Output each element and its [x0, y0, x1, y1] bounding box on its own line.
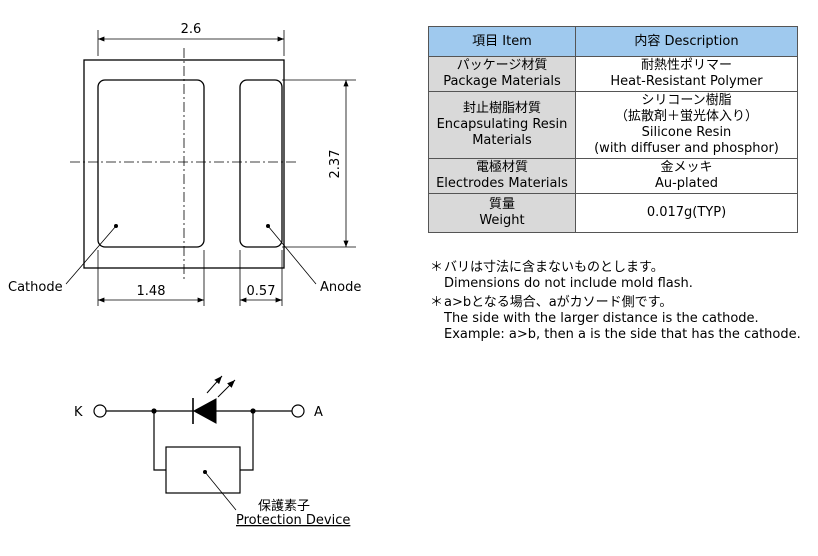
- note-mark: ＊: [430, 260, 444, 275]
- k-label: K: [74, 405, 83, 420]
- row-item: パッケージ材質 Package Materials: [428, 56, 576, 92]
- row-description: 金メッキ Au-plated: [575, 158, 798, 194]
- anode-label: Anode: [320, 280, 361, 295]
- table-row: パッケージ材質 Package Materials 耐熱性ポリマー Heat-R…: [428, 56, 798, 92]
- note-mold-flash: ＊ バリは寸法に含まないものとします。 Dimensions do not in…: [430, 260, 801, 292]
- row-description: シリコーン樹脂 （拡散剤＋蛍光体入り） Silicone Resin (with…: [575, 91, 798, 159]
- cathode-label: Cathode: [8, 280, 63, 295]
- light-emission-arrow-2: [217, 379, 236, 398]
- protection-device-box: [165, 446, 241, 494]
- notes: ＊ バリは寸法に含まないものとします。 Dimensions do not in…: [430, 260, 801, 346]
- header-item: 項目 Item: [428, 26, 576, 57]
- note-line: a>bとなる場合、aがカソード側です。: [444, 295, 673, 310]
- cathode-pad: [97, 79, 205, 248]
- light-emission-arrow-1: [206, 375, 223, 394]
- row-description: 0.017g(TYP): [575, 193, 798, 233]
- note-line: バリは寸法に含まないものとします。: [444, 260, 664, 275]
- a-label: A: [314, 405, 323, 420]
- width-dimension-label: 2.6: [181, 22, 202, 37]
- table-row: 質量 Weight 0.017g(TYP): [428, 193, 798, 233]
- cathode-leader: [65, 225, 117, 285]
- note-line: Example: a>b, then a is the side that ha…: [444, 327, 801, 342]
- protection-device-label-en: Protection Device: [236, 513, 350, 528]
- note-mark: ＊: [430, 295, 444, 310]
- row-description: 耐熱性ポリマー Heat-Resistant Polymer: [575, 56, 798, 92]
- circuit-schematic: K A 保護素子 Protection Device: [74, 375, 350, 528]
- a-terminal: [291, 404, 305, 418]
- table-row: 封止樹脂材質 Encapsulating Resin Materials シリコ…: [428, 91, 798, 159]
- anode-pad: [239, 79, 283, 248]
- led-diode-symbol: [192, 398, 217, 424]
- height-dimension-label: 2.37: [328, 150, 343, 179]
- table-header-row: 項目 Item 内容 Description: [428, 26, 798, 57]
- row-item: 質量 Weight: [428, 193, 576, 233]
- row-item: 電極材質 Electrodes Materials: [428, 158, 576, 194]
- note-cathode-side: ＊ a>bとなる場合、aがカソード側です。 The side with the …: [430, 295, 801, 343]
- protection-device-leader: [204, 471, 237, 511]
- anode-leader: [267, 225, 317, 285]
- cathode-width-label: 1.48: [137, 284, 166, 299]
- anode-width-label: 0.57: [247, 284, 276, 299]
- note-line: Dimensions do not include mold flash.: [444, 276, 693, 291]
- spec-table: 項目 Item 内容 Description パッケージ材質 Package M…: [428, 26, 798, 233]
- note-line: The side with the larger distance is the…: [444, 311, 759, 326]
- protection-device-label-jp: 保護素子: [258, 498, 310, 514]
- table-row: 電極材質 Electrodes Materials 金メッキ Au-plated: [428, 158, 798, 194]
- k-terminal: [93, 404, 107, 418]
- header-description: 内容 Description: [575, 26, 798, 57]
- row-item: 封止樹脂材質 Encapsulating Resin Materials: [428, 91, 576, 159]
